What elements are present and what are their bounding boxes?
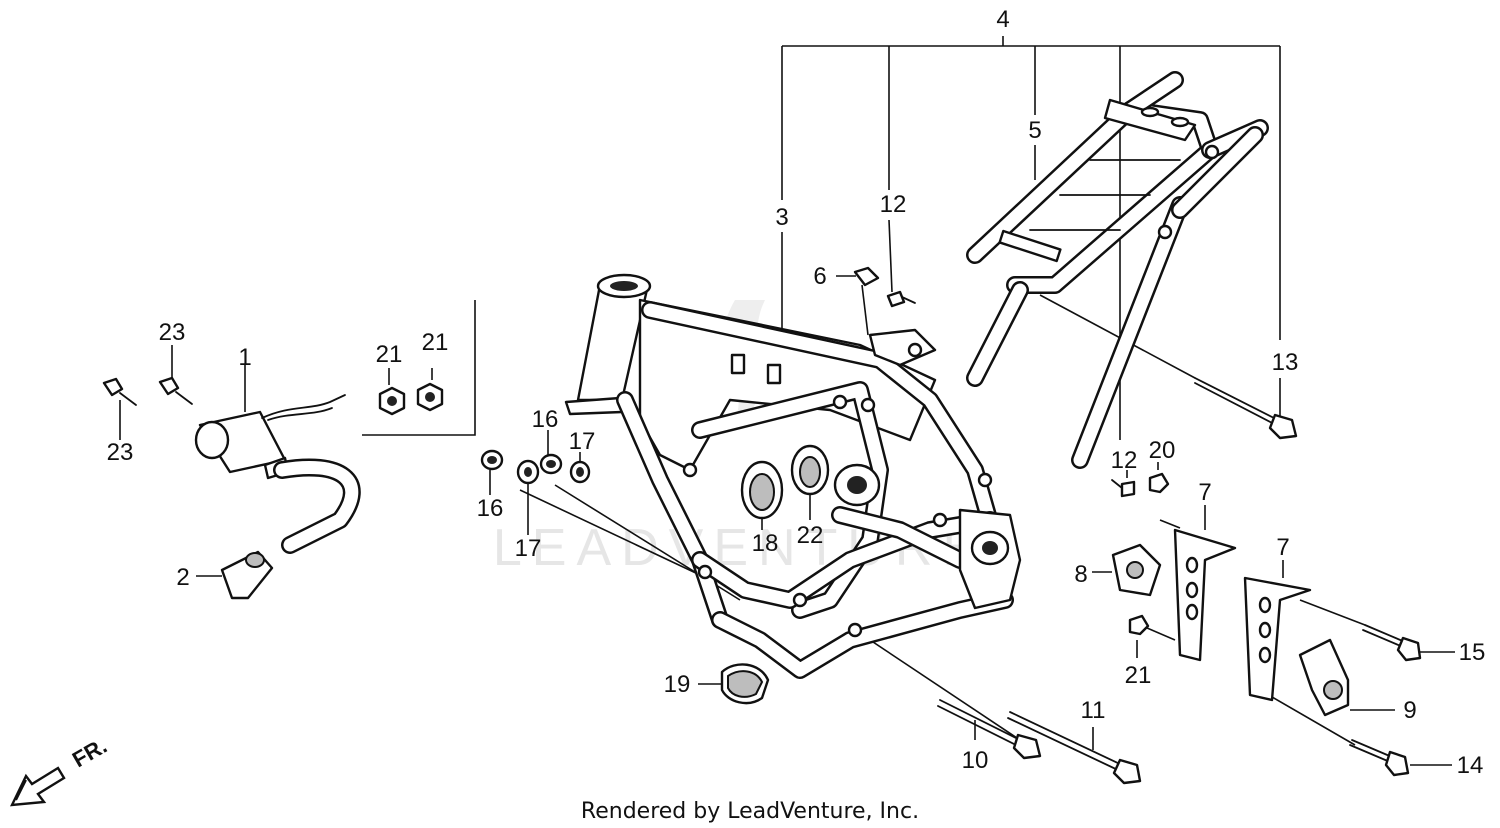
- front-direction-indicator: FR.: [9, 733, 111, 807]
- callout-4: 4: [996, 6, 1009, 33]
- callout-23-a: 23: [159, 319, 186, 346]
- part-16-bushing-b: [539, 453, 563, 475]
- callout-5: 5: [1028, 117, 1041, 144]
- callout-8: 8: [1074, 561, 1087, 588]
- part-12-upper-bolt: [886, 290, 916, 308]
- callout-15: 15: [1459, 639, 1486, 666]
- callout-22: 22: [797, 522, 824, 549]
- callout-7-a: 7: [1198, 479, 1211, 506]
- part-1-ignition-coil: [194, 394, 361, 554]
- part-21-lower-nut: [1128, 614, 1150, 636]
- callout-11: 11: [1081, 697, 1106, 724]
- part-23-bolt-a: [158, 376, 193, 405]
- part-7-bracket-a: [1173, 528, 1237, 662]
- part-19-clamp: [720, 663, 770, 705]
- callout-20: 20: [1149, 437, 1176, 464]
- main-frame: [564, 273, 1022, 679]
- callout-10: 10: [962, 747, 989, 774]
- part-8-mount: [1111, 543, 1162, 597]
- callout-7-b: 7: [1276, 534, 1289, 561]
- callout-21-lower: 21: [1125, 662, 1152, 689]
- sub-frame: [966, 71, 1269, 469]
- callout-17-b: 17: [569, 428, 596, 455]
- part-14-bolt: [1349, 739, 1410, 777]
- callout-12-lower: 12: [1111, 447, 1138, 474]
- part-16-bushing-a: [480, 449, 504, 471]
- leader-lines: [119, 36, 1455, 766]
- callout-21-b: 21: [422, 329, 449, 356]
- callout-14: 14: [1457, 752, 1484, 779]
- part-17-washer-a: [516, 459, 540, 485]
- callout-3: 3: [775, 204, 788, 231]
- part-12-lower-bolt: [1111, 479, 1136, 498]
- callout-23-b: 23: [107, 439, 134, 466]
- direction-label: FR.: [68, 733, 111, 772]
- callout-6: 6: [813, 263, 826, 290]
- callout-12-upper: 12: [880, 191, 907, 218]
- callout-13: 13: [1272, 349, 1299, 376]
- callout-2: 2: [176, 564, 189, 591]
- part-15-bolt: [1362, 624, 1422, 662]
- callout-18: 18: [752, 530, 779, 557]
- part-9-mount: [1298, 638, 1350, 717]
- part-2-spark-cap: [220, 550, 274, 600]
- part-23-bolt-b: [102, 377, 137, 406]
- part-21-nut-a: [378, 386, 406, 416]
- callout-17-a: 17: [515, 535, 542, 562]
- part-21-nut-b: [416, 382, 444, 412]
- part-7-bracket-b: [1243, 576, 1312, 702]
- callout-labels: 4 5 3 12 6 13 12 20 7 7 8 21 15 9 14 11 …: [107, 6, 1486, 779]
- clamp-22: [790, 444, 830, 496]
- part-10-bolt: [937, 699, 1042, 760]
- callout-19: 19: [664, 671, 691, 698]
- front-arrow-icon: [15, 779, 27, 801]
- callout-16-b: 16: [532, 406, 559, 433]
- callout-1: 1: [238, 344, 251, 371]
- callout-16-a: 16: [477, 495, 504, 522]
- callout-9: 9: [1403, 697, 1416, 724]
- part-13-bolt: [1194, 377, 1298, 440]
- callout-21-a: 21: [376, 341, 403, 368]
- part-6-clip: [853, 266, 880, 287]
- credit-text: Rendered by LeadVenture, Inc.: [581, 799, 919, 824]
- part-11-bolt: [1007, 711, 1142, 785]
- part-20-nut: [1148, 472, 1170, 494]
- part-17-washer-b: [569, 460, 591, 484]
- clamp-18: [740, 460, 784, 520]
